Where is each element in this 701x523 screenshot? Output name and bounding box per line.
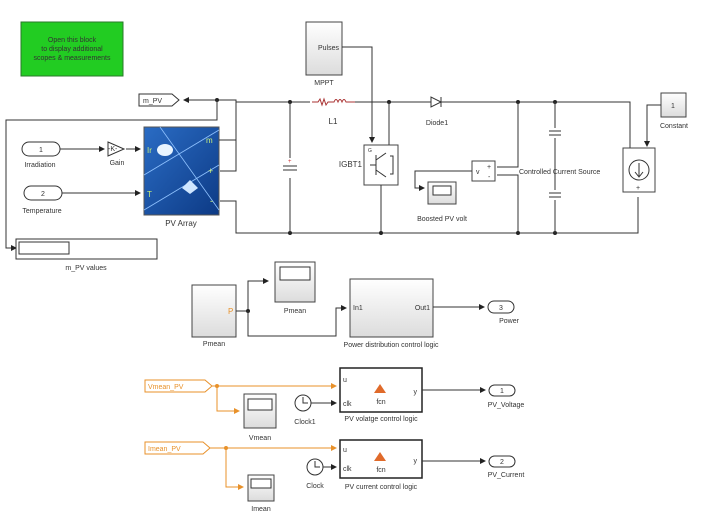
outport-pv-current[interactable]: 2 PV_Current [488, 455, 525, 479]
gain-glyph: -K- [108, 146, 118, 153]
outport-power[interactable]: 3 Power [487, 300, 520, 325]
diode-label: Diode1 [426, 120, 448, 127]
scope-vmean-label: Vmean [249, 435, 271, 442]
pmean-port: P [228, 307, 233, 316]
current-source-label: Controlled Current Source [519, 169, 600, 176]
constant-label: Constant [660, 123, 688, 130]
current-logic-y: y [414, 458, 418, 465]
goto-m-pv[interactable]: m_PV [138, 93, 180, 107]
inport-number: 1 [39, 147, 43, 154]
pv-port-ir: Ir [147, 146, 152, 155]
igbt-port-g: G [368, 148, 372, 154]
power-logic-in: In1 [353, 305, 363, 312]
inport-irradiation[interactable]: 1 Irradiation [21, 141, 61, 169]
scope-vmean[interactable]: Vmean [243, 393, 277, 442]
inport-label: Irradiation [24, 162, 55, 169]
controlled-current-source[interactable]: + [622, 147, 656, 193]
scope-imean-label: Imean [251, 506, 271, 513]
voltage-measurement[interactable]: v + - [471, 160, 496, 182]
current-source-plus: + [636, 185, 640, 192]
outport-label: PV_Voltage [488, 402, 525, 409]
inductor-l1[interactable]: L1 [312, 97, 355, 126]
voltage-logic-fcn: fcn [376, 399, 385, 406]
voltmeter-plus: + [487, 164, 491, 171]
clock1-label: Clock1 [294, 419, 316, 426]
pv-array-block[interactable]: Ir T m + - PV Array [143, 126, 220, 228]
inport-label: Temperature [22, 208, 61, 215]
mppt-label: MPPT [314, 80, 334, 87]
pv-port-m: m [206, 136, 213, 145]
voltmeter-minus: - [488, 174, 491, 181]
mppt-block[interactable]: Pulses MPPT [305, 21, 343, 87]
current-logic-u: u [343, 447, 347, 454]
scope-boost-label: Boosted PV volt [417, 216, 467, 223]
voltage-logic-u: u [343, 377, 347, 384]
display-m-pv[interactable]: m_PV values [15, 238, 158, 272]
info-block[interactable]: Open this block to display additional sc… [20, 21, 124, 77]
goto-m-pv-label: m_PV [143, 98, 162, 105]
current-logic-block[interactable]: u clk y fcn PV current control logic [339, 439, 423, 491]
power-logic-label: Power distribution control logic [344, 342, 439, 349]
voltage-logic-label: PV volatge control logic [344, 416, 418, 423]
capacitor-input[interactable]: + [283, 159, 297, 171]
inport-temperature[interactable]: 2 Temperature [22, 185, 63, 215]
pv-port-plus: + [208, 166, 213, 176]
from-imean-pv[interactable]: Imean_PV [144, 441, 211, 455]
power-logic-block[interactable]: In1 Out1 Power distribution control logi… [344, 278, 439, 349]
info-line-3: scopes & measurements [33, 55, 111, 62]
gain-block[interactable]: -K- Gain [107, 141, 126, 167]
scope-pmean[interactable]: Pmean [274, 261, 316, 315]
outport-number: 3 [499, 305, 503, 312]
from-vmean-pv[interactable]: Vmean_PV [144, 379, 213, 393]
outport-number: 1 [500, 388, 504, 395]
capacitor-output-1[interactable] [549, 130, 561, 136]
from-imean-label: Imean_PV [148, 446, 181, 453]
pv-port-t: T [147, 190, 152, 199]
mppt-port-label: Pulses [318, 45, 340, 52]
constant-block[interactable]: 1 Constant [660, 92, 688, 130]
display-label: m_PV values [65, 265, 107, 272]
clock-label: Clock [306, 483, 324, 490]
voltage-logic-block[interactable]: u clk y fcn PV volatge control logic [339, 367, 423, 423]
igbt-label: IGBT1 [339, 160, 363, 169]
current-logic-label: PV current control logic [345, 484, 418, 491]
voltmeter-v: v [476, 169, 480, 176]
info-line-2: to display additional [41, 46, 103, 53]
pv-array-label: PV Array [165, 219, 197, 228]
pmean-block[interactable]: P Pmean [191, 284, 237, 348]
outport-label: PV_Current [488, 472, 525, 479]
constant-value: 1 [671, 103, 675, 110]
from-vmean-label: Vmean_PV [148, 384, 184, 391]
svg-text:+: + [288, 159, 292, 165]
outport-number: 2 [500, 459, 504, 466]
pmean-block-label: Pmean [203, 341, 225, 348]
scope-boosted-pv-volt[interactable]: Boosted PV volt [417, 181, 467, 223]
power-logic-out: Out1 [415, 305, 430, 312]
clock1[interactable]: Clock1 [294, 394, 316, 426]
voltage-logic-clk: clk [343, 401, 352, 408]
pv-port-minus: - [210, 196, 213, 206]
gain-label: Gain [110, 160, 125, 167]
inductor-label: L1 [329, 117, 338, 126]
scope-imean[interactable]: Imean [247, 474, 275, 513]
current-logic-fcn: fcn [376, 467, 385, 474]
outport-pv-voltage[interactable]: 1 PV_Voltage [488, 384, 525, 409]
igbt-block[interactable]: G IGBT1 [339, 144, 399, 186]
clock[interactable]: Clock [306, 458, 324, 490]
matlab-icon [374, 452, 386, 461]
capacitor-output-2[interactable] [549, 192, 561, 198]
current-logic-clk: clk [343, 466, 352, 473]
matlab-icon [374, 384, 386, 393]
info-line-1: Open this block [48, 37, 97, 44]
voltage-logic-y: y [414, 389, 418, 396]
diode-block[interactable]: Diode1 [425, 96, 455, 127]
scope-pmean-label: Pmean [284, 308, 306, 315]
outport-label: Power [499, 318, 520, 325]
inport-number: 2 [41, 191, 45, 198]
